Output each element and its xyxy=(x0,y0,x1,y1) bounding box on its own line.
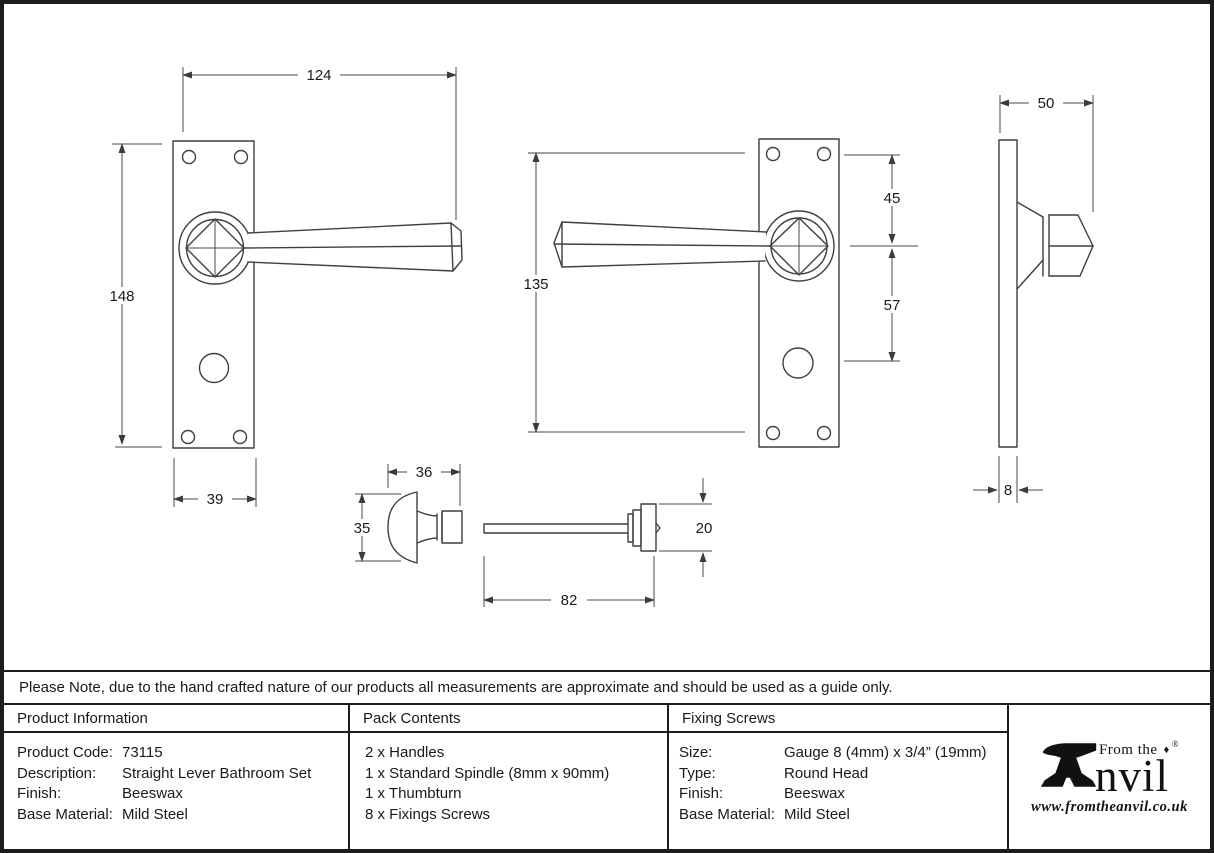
brand-name: nvil xyxy=(1094,750,1169,801)
pack-item: 8 x Fixings Screws xyxy=(365,805,491,823)
screw-hole xyxy=(816,425,832,441)
row-label: Base Material: xyxy=(679,805,775,823)
logo-prefix: From the xyxy=(1098,741,1158,758)
brand-url: www.fromtheanvil.co.uk xyxy=(1031,798,1188,815)
from-the-anvil-logo: From the ♦ ® nvil www.fromtheanvil.co.uk xyxy=(1021,739,1199,816)
dim-label-turn-width: 36 xyxy=(416,464,433,481)
spindle-view: 20 82 xyxy=(483,478,713,609)
table-row: Base Material: Mild Steel xyxy=(679,805,1007,826)
row-label: Description: xyxy=(17,764,97,782)
thumbturn-collar xyxy=(441,510,463,544)
side-view: 50 8 xyxy=(973,94,1094,503)
thumbturn-knob xyxy=(387,491,418,564)
product-info-section: Product Information Product Code: 73115 … xyxy=(4,705,350,849)
release-washer xyxy=(627,513,634,543)
row-value: Gauge 8 (4mm) x 3/4” (19mm) xyxy=(784,744,987,761)
row-value: Beeswax xyxy=(784,785,845,802)
front-view: 124 148 39 xyxy=(101,66,463,508)
anvil-icon xyxy=(1040,742,1097,787)
dim-label-overall-width: 124 xyxy=(306,67,331,84)
screw-hole xyxy=(180,429,196,445)
row-label: Type: xyxy=(679,764,716,782)
table-row: Size: Gauge 8 (4mm) x 3/4” (19mm) xyxy=(679,743,1007,764)
pack-contents-section: Pack Contents 2 x Handles 1 x Standard S… xyxy=(350,705,669,849)
pack-contents-header: Pack Contents xyxy=(350,705,667,733)
pack-item: 1 x Thumbturn xyxy=(365,785,462,802)
lever-handle xyxy=(247,222,463,272)
row-value: 73115 xyxy=(122,744,163,761)
dim-label-spindle-length: 82 xyxy=(561,592,578,609)
bathroom-turn-hole xyxy=(782,347,814,379)
screw-hole xyxy=(181,149,197,165)
row-label: Finish: xyxy=(17,785,62,802)
release-disc xyxy=(640,503,657,552)
spindle-rod xyxy=(483,523,629,534)
backplate-front xyxy=(758,138,840,448)
thumbturn-neck xyxy=(416,510,438,544)
pack-item: 2 x Handles xyxy=(365,744,445,761)
dim-label-plate-height: 148 xyxy=(109,288,134,305)
bathroom-turn-hole xyxy=(198,352,230,384)
row-value: Beeswax xyxy=(122,785,183,802)
lever-handle xyxy=(553,221,767,268)
row-value: Mild Steel xyxy=(122,805,188,823)
dim-label-turn-height: 35 xyxy=(354,520,371,537)
lever-neck xyxy=(1016,201,1044,290)
screw-hole xyxy=(765,146,781,162)
fixing-screws-header: Fixing Screws xyxy=(669,705,1007,733)
dim-label-release-diameter: 20 xyxy=(696,520,713,537)
fixing-screws-section: Fixing Screws Size: Gauge 8 (4mm) x 3/4”… xyxy=(669,705,1009,849)
dim-label-fixing-centres: 135 xyxy=(523,276,548,293)
table-row: Description: Straight Lever Bathroom Set xyxy=(17,764,348,785)
dim-label-centre-to-turn: 57 xyxy=(884,297,901,314)
note-bar: Please Note, due to the hand crafted nat… xyxy=(4,670,1210,705)
row-label: Size: xyxy=(679,744,713,761)
product-info-header: Product Information xyxy=(4,705,348,733)
screw-hole xyxy=(816,146,832,162)
dim-label-top-to-centre: 45 xyxy=(884,190,901,207)
note-text: Please Note, due to the hand crafted nat… xyxy=(19,679,893,696)
mirrored-view: 135 45 57 xyxy=(515,138,918,448)
table-row: Finish: Beeswax xyxy=(679,784,1007,805)
brand-logo-cell: From the ♦ ® nvil www.fromtheanvil.co.uk xyxy=(1009,705,1210,849)
diamond-icon: ♦ xyxy=(1163,744,1170,756)
thumbturn-view: 36 35 xyxy=(345,463,463,564)
screw-hole xyxy=(765,425,781,441)
dim-label-plate-width: 39 xyxy=(207,491,224,508)
row-value: Straight Lever Bathroom Set xyxy=(122,764,312,782)
row-value: Round Head xyxy=(784,764,869,782)
row-label: Base Material: xyxy=(17,805,113,823)
logo-tagline: From the ♦ ® xyxy=(1098,739,1180,759)
table-row: Product Code: 73115 xyxy=(17,743,348,764)
registered-mark: ® xyxy=(1171,739,1180,749)
backplate-front xyxy=(172,140,255,449)
table-row: Finish: Beeswax xyxy=(17,784,348,805)
release-washer xyxy=(632,509,642,547)
info-table: Product Information Product Code: 73115 … xyxy=(4,705,1210,849)
row-value: Mild Steel xyxy=(784,805,850,823)
pack-item: 1 x Standard Spindle (8mm x 90mm) xyxy=(365,764,610,782)
backplate-side xyxy=(998,139,1018,448)
table-row: Base Material: Mild Steel xyxy=(17,805,348,826)
table-row: Type: Round Head xyxy=(679,764,1007,785)
dim-label-plate-thickness: 8 xyxy=(1004,482,1012,499)
dim-label-projection: 50 xyxy=(1038,95,1055,112)
technical-drawing: 124 148 39 xyxy=(101,66,1094,609)
screw-hole xyxy=(232,429,248,445)
screw-hole xyxy=(233,149,249,165)
row-label: Finish: xyxy=(679,785,724,802)
row-label: Product Code: xyxy=(17,744,113,761)
